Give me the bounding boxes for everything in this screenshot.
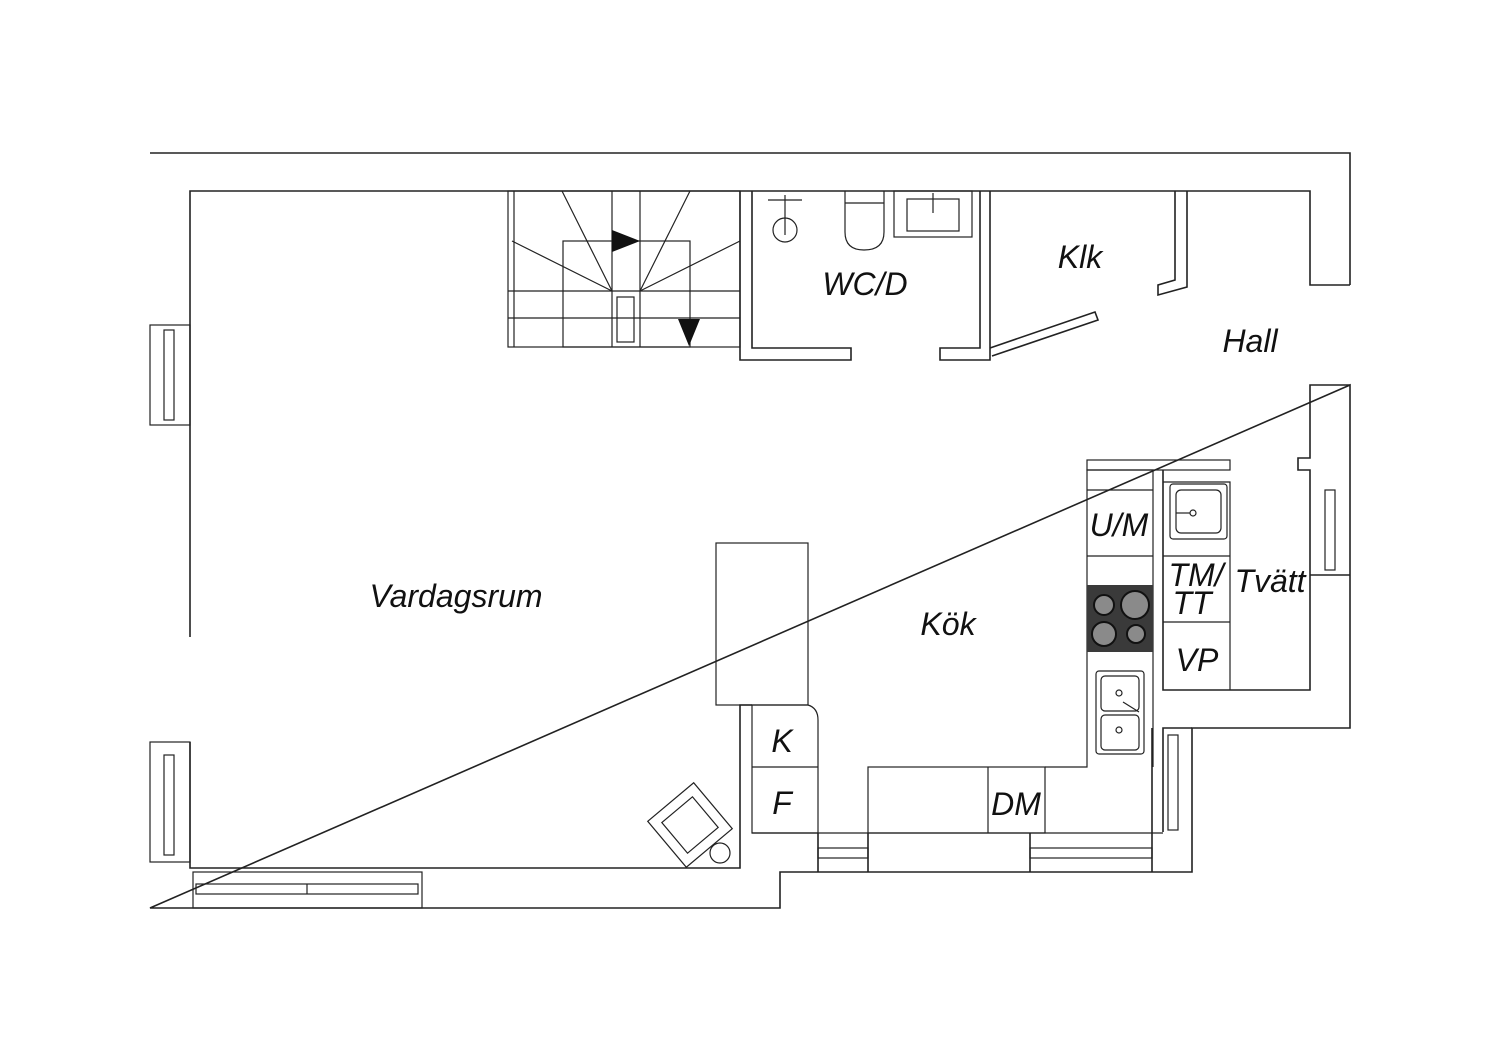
armchair-icon [646, 781, 734, 869]
window-left-upper [149, 324, 191, 426]
wc-wall [739, 191, 991, 361]
toilet-icon [844, 191, 885, 251]
room-label-laundry: Tvätt [1234, 563, 1306, 599]
window-laundry [1324, 489, 1336, 571]
window-kitchen-side [1167, 734, 1179, 831]
laundry-cabinets [1163, 481, 1231, 690]
shower-icon [768, 195, 802, 243]
room-label-kitchen: Kök [920, 606, 977, 642]
stove-icon [1087, 585, 1153, 652]
fixture-label-fridge: K [771, 723, 794, 759]
fixture-label-heat-pump: VP [1176, 642, 1219, 678]
sink-icon [893, 190, 973, 238]
room-label-hall: Hall [1222, 323, 1278, 359]
kitchen-island [715, 542, 809, 706]
fixture-label-washer: TM/ [1168, 557, 1226, 593]
fixture-label-dishwasher: DM [991, 786, 1041, 822]
fridge-freezer-cabinet [751, 704, 819, 834]
window-kitchen-wide [1029, 847, 1153, 859]
fixture-label-dryer: TT [1172, 585, 1214, 621]
room-label-living: Vardagsrum [369, 578, 542, 614]
room-label-closet: Klk [1058, 239, 1104, 275]
room-label-wc: WC/D [822, 266, 907, 302]
window-bottom [192, 871, 423, 909]
side-table-icon [709, 842, 731, 864]
arrow-right-icon [612, 230, 640, 252]
counter-top-shelf [1086, 459, 1231, 471]
laundry-sink-icon [1169, 483, 1228, 540]
fixture-label-oven-micro: U/M [1090, 507, 1149, 543]
kitchen-sink-icon [1095, 670, 1145, 755]
window-kitchen-small [817, 847, 869, 859]
arrow-down-icon [678, 319, 700, 346]
fixture-label-freezer: F [772, 785, 794, 821]
staircase [507, 190, 741, 348]
inner-wall-bottom [189, 704, 1192, 872]
window-left-lower [149, 741, 191, 863]
closet-wall [989, 191, 1188, 357]
